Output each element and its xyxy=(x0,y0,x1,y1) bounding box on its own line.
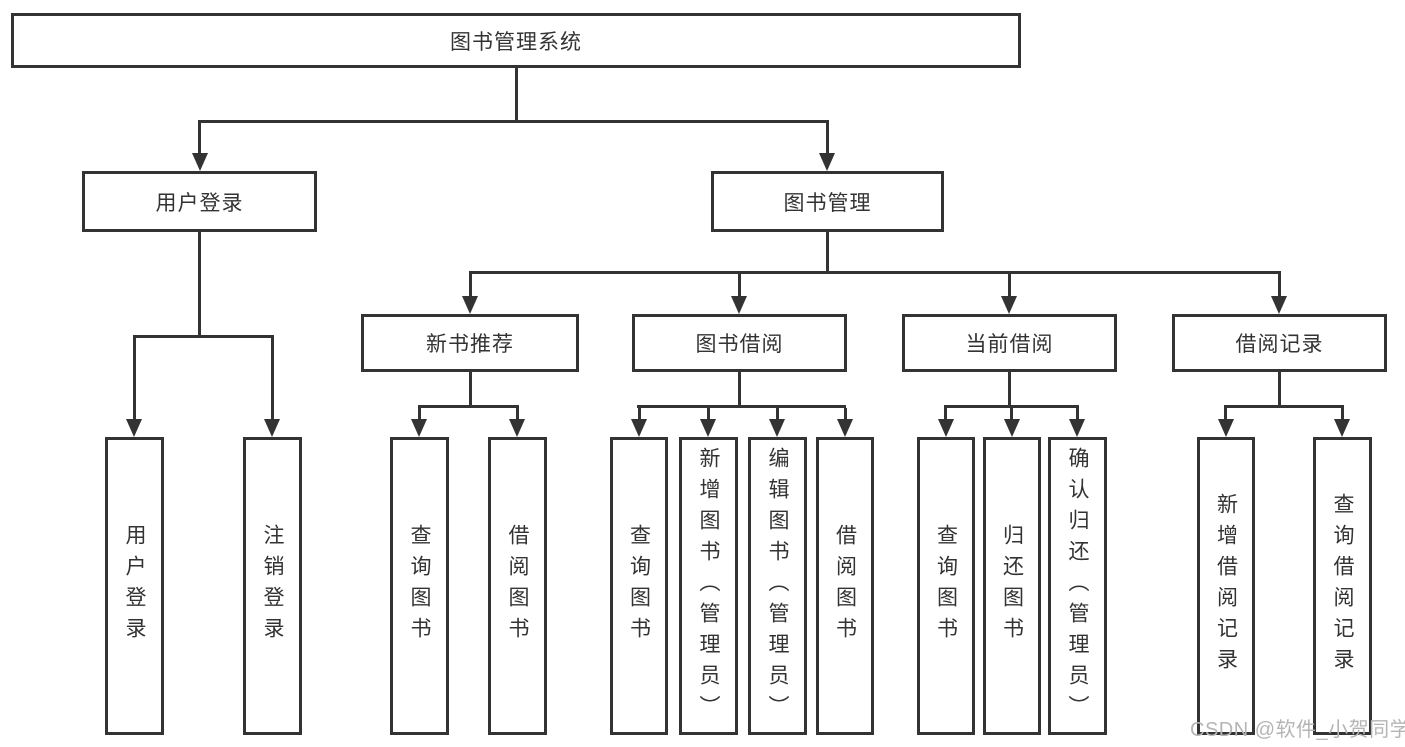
leaf-label: 注销登录 xyxy=(261,524,284,648)
node-user-login: 用户登录 xyxy=(82,171,317,232)
node-library-management-system: 图书管理系统 xyxy=(11,13,1021,68)
arrow-down-icon xyxy=(1271,296,1287,314)
connector-stem xyxy=(738,372,741,408)
arrow-down-icon xyxy=(192,153,208,171)
arrow-down-icon xyxy=(769,419,785,437)
leaf-label: 查询图书 xyxy=(627,524,651,648)
connector-rail xyxy=(944,405,1079,408)
arrow-down-icon xyxy=(819,153,835,171)
arrow-down-icon xyxy=(126,419,142,437)
leaf-label: 借阅图书 xyxy=(833,524,857,648)
leaf-query-borrow-record: 查询借阅记录 xyxy=(1313,437,1372,735)
leaf-label: 借阅图书 xyxy=(506,524,529,648)
connector-drop xyxy=(738,274,741,296)
leaf-confirm-return-admin: 确认归还（管理员） xyxy=(1048,437,1107,735)
leaf-label: 查询图书 xyxy=(408,524,431,648)
node-label: 用户登录 xyxy=(155,191,244,215)
connector-rail xyxy=(418,405,519,408)
leaf-borrow-books-borrowing: 借阅图书 xyxy=(816,437,874,735)
leaf-borrow-books-newbook: 借阅图书 xyxy=(488,437,547,735)
leaf-label: 确认归还（管理员） xyxy=(1066,446,1089,726)
leaf-query-books-borrowing: 查询图书 xyxy=(610,437,668,735)
node-new-book-recommendation: 新书推荐 xyxy=(361,314,579,372)
node-label: 借阅记录 xyxy=(1235,333,1324,356)
leaf-label: 新增借阅记录 xyxy=(1214,493,1238,679)
connector-drop xyxy=(638,408,641,419)
connector-drop xyxy=(944,408,947,419)
connector-rail xyxy=(133,335,274,338)
leaf-label: 归还图书 xyxy=(1000,524,1024,648)
arrow-down-icon xyxy=(938,419,954,437)
node-book-management: 图书管理 xyxy=(711,171,944,232)
leaf-label: 编辑图书（管理员） xyxy=(766,446,789,726)
leaf-add-books-admin: 新增图书（管理员） xyxy=(679,437,738,735)
connector-drop xyxy=(1341,408,1344,419)
leaf-label: 查询图书 xyxy=(934,524,958,648)
connector-rail xyxy=(469,271,1281,274)
connector-drop xyxy=(418,408,421,419)
connector-drop xyxy=(1008,274,1011,296)
connector-drop xyxy=(133,338,136,419)
arrow-down-icon xyxy=(731,296,747,314)
arrow-down-icon xyxy=(1004,419,1020,437)
node-borrowing-records: 借阅记录 xyxy=(1172,314,1387,372)
leaf-label: 新增图书（管理员） xyxy=(697,446,720,726)
connector-rail xyxy=(637,405,846,408)
connector-stem xyxy=(515,68,518,123)
connector-stem xyxy=(198,232,201,338)
leaf-label: 查询借阅记录 xyxy=(1331,493,1354,679)
leaf-query-books-newbook: 查询图书 xyxy=(390,437,449,735)
connector-drop xyxy=(1278,274,1281,296)
arrow-down-icon xyxy=(462,296,478,314)
connector-drop xyxy=(1010,408,1013,419)
connector-stem xyxy=(1008,372,1011,408)
leaf-user-login: 用户登录 xyxy=(105,437,164,735)
arrow-down-icon xyxy=(1069,419,1085,437)
node-book-borrowing: 图书借阅 xyxy=(632,314,847,372)
connector-drop xyxy=(707,408,710,419)
arrow-down-icon xyxy=(631,419,647,437)
connector-drop xyxy=(516,408,519,419)
connector-rail xyxy=(198,120,829,123)
connector-drop xyxy=(271,338,274,419)
arrow-down-icon xyxy=(700,419,716,437)
connector-stem xyxy=(1278,372,1281,408)
connector-drop xyxy=(198,123,201,153)
arrow-down-icon xyxy=(411,419,427,437)
leaf-label: 用户登录 xyxy=(123,524,146,648)
leaf-logout: 注销登录 xyxy=(243,437,302,735)
node-label: 新书推荐 xyxy=(426,333,514,356)
connector-stem xyxy=(469,372,472,408)
arrow-down-icon xyxy=(1334,419,1350,437)
connector-drop xyxy=(844,408,847,419)
csdn-watermark: CSDN @软件_小贺同学 xyxy=(1190,719,1405,741)
node-current-borrowing: 当前借阅 xyxy=(902,314,1117,372)
leaf-edit-books-admin: 编辑图书（管理员） xyxy=(748,437,807,735)
connector-stem xyxy=(826,232,829,274)
arrow-down-icon xyxy=(1218,419,1234,437)
arrow-down-icon xyxy=(1001,296,1017,314)
connector-rail xyxy=(1224,405,1344,408)
arrow-down-icon xyxy=(509,419,525,437)
node-label: 图书管理系统 xyxy=(450,30,582,54)
connector-drop xyxy=(1224,408,1227,419)
arrow-down-icon xyxy=(837,419,853,437)
connector-drop xyxy=(469,274,472,296)
node-label: 图书借阅 xyxy=(695,333,784,356)
leaf-return-books: 归还图书 xyxy=(983,437,1041,735)
connector-drop xyxy=(1076,408,1079,419)
leaf-query-books-current: 查询图书 xyxy=(917,437,975,735)
arrow-down-icon xyxy=(264,419,280,437)
connector-drop xyxy=(776,408,779,419)
node-label: 当前借阅 xyxy=(965,333,1054,356)
leaf-add-borrow-record: 新增借阅记录 xyxy=(1197,437,1255,735)
node-label: 图书管理 xyxy=(783,191,872,215)
connector-drop xyxy=(826,123,829,153)
